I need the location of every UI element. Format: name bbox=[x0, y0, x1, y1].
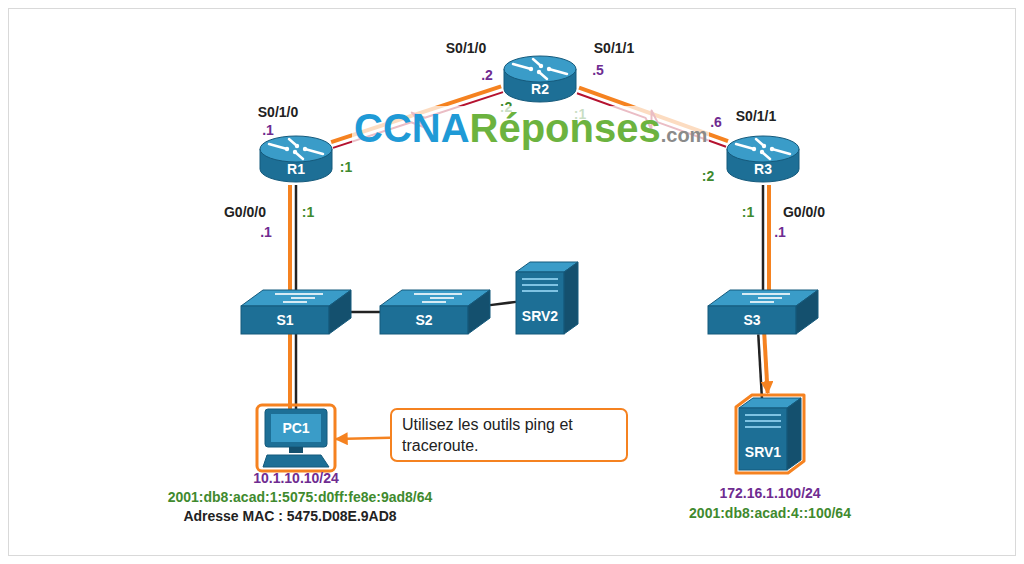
interface-label: .1 bbox=[774, 224, 786, 240]
server-icon: SRV1 bbox=[739, 398, 801, 470]
router-icon-drawing bbox=[726, 135, 800, 185]
interface-label: :1 bbox=[302, 204, 314, 220]
address-label: Adresse MAC : 5475.D08E.9AD8 bbox=[183, 508, 396, 524]
callout-box: Utilisez les outils ping et traceroute. bbox=[390, 408, 628, 462]
path-highlight bbox=[767, 185, 771, 290]
address-label: 2001:db8:acad:4::100/64 bbox=[689, 505, 851, 521]
device-name: PC1 bbox=[271, 414, 321, 442]
router-icon: R2 bbox=[503, 55, 577, 105]
interface-label: .5 bbox=[592, 62, 604, 78]
watermark-text: Réponses bbox=[470, 106, 661, 150]
device-name: S1 bbox=[241, 306, 329, 334]
address-label: 10.1.10.10/24 bbox=[253, 470, 339, 486]
interface-label: S0/1/0 bbox=[258, 104, 298, 120]
device-name: SRV2 bbox=[516, 302, 564, 330]
interface-label: .6 bbox=[710, 114, 722, 130]
router-icon-drawing bbox=[259, 135, 333, 185]
interface-label: G0/0/0 bbox=[224, 204, 266, 220]
picture-frame bbox=[9, 9, 1016, 556]
path-highlight bbox=[288, 334, 292, 409]
device-name: R2 bbox=[504, 77, 576, 101]
interface-label: S0/1/1 bbox=[594, 40, 634, 56]
switch-icon: S2 bbox=[380, 290, 490, 334]
path-highlight bbox=[758, 334, 762, 398]
interface-label: :2 bbox=[702, 168, 714, 184]
interface-label: .1 bbox=[260, 224, 272, 240]
watermark-text: CCNA bbox=[354, 106, 470, 150]
address-label: 172.16.1.100/24 bbox=[719, 485, 820, 501]
pc-icon: PC1 bbox=[261, 409, 331, 471]
network-link bbox=[295, 334, 298, 409]
interface-label: .2 bbox=[481, 67, 493, 83]
interface-label: :1 bbox=[340, 159, 352, 175]
switch-icon-drawing bbox=[380, 290, 490, 334]
interface-label: S0/1/0 bbox=[446, 40, 486, 56]
interface-label: S0/1/1 bbox=[736, 108, 776, 124]
address-label: 2001:db8:acad:1:5075:d0ff:fe8e:9ad8/64 bbox=[168, 489, 433, 505]
interface-label: :1 bbox=[742, 204, 754, 220]
watermark: CCNARéponses.com bbox=[352, 106, 709, 157]
switch-icon-drawing bbox=[708, 290, 818, 334]
device-name: S3 bbox=[708, 306, 796, 334]
network-link bbox=[336, 438, 390, 439]
server-icon: SRV2 bbox=[516, 262, 578, 334]
watermark-text: .com bbox=[661, 113, 708, 157]
path-highlight bbox=[288, 185, 292, 290]
device-name: SRV1 bbox=[739, 438, 787, 466]
router-icon: R3 bbox=[726, 135, 800, 185]
network-link bbox=[762, 185, 765, 290]
router-icon: R1 bbox=[259, 135, 333, 185]
switch-icon-drawing bbox=[241, 290, 351, 334]
network-link bbox=[351, 311, 380, 314]
device-name: R1 bbox=[260, 157, 332, 181]
interface-label: G0/0/0 bbox=[783, 204, 825, 220]
interface-label: .1 bbox=[262, 122, 274, 138]
router-icon-drawing bbox=[503, 55, 577, 105]
device-name: S2 bbox=[380, 306, 468, 334]
device-name: R3 bbox=[727, 157, 799, 181]
pc-icon-drawing bbox=[261, 409, 331, 471]
network-link bbox=[764, 334, 767, 393]
callout-text: Utilisez les outils ping et traceroute. bbox=[392, 410, 626, 460]
network-link bbox=[295, 185, 298, 290]
network-link bbox=[490, 302, 516, 305]
switch-icon: S3 bbox=[708, 290, 818, 334]
switch-icon: S1 bbox=[241, 290, 351, 334]
